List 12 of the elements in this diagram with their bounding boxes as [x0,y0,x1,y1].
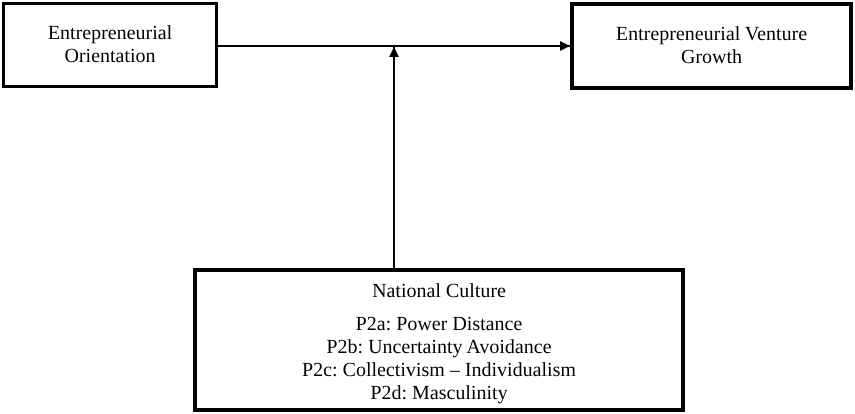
arrow [218,41,570,51]
list-item: P2b: Uncertainty Avoidance [326,336,552,359]
concept-box [2,2,218,88]
list-item: P2d: Masculinity [370,382,508,405]
node-label: Entrepreneurial Venture Growth [614,23,808,69]
node-label: Entrepreneurial Orientation [46,22,174,68]
node-heading: National Culture [372,280,506,303]
arrow [389,47,399,268]
list-item: P2c: Collectivism – Individualism [302,359,576,382]
concept-box [570,2,853,90]
list-item: P2a: Power Distance [356,313,522,336]
concept-box [193,268,685,412]
